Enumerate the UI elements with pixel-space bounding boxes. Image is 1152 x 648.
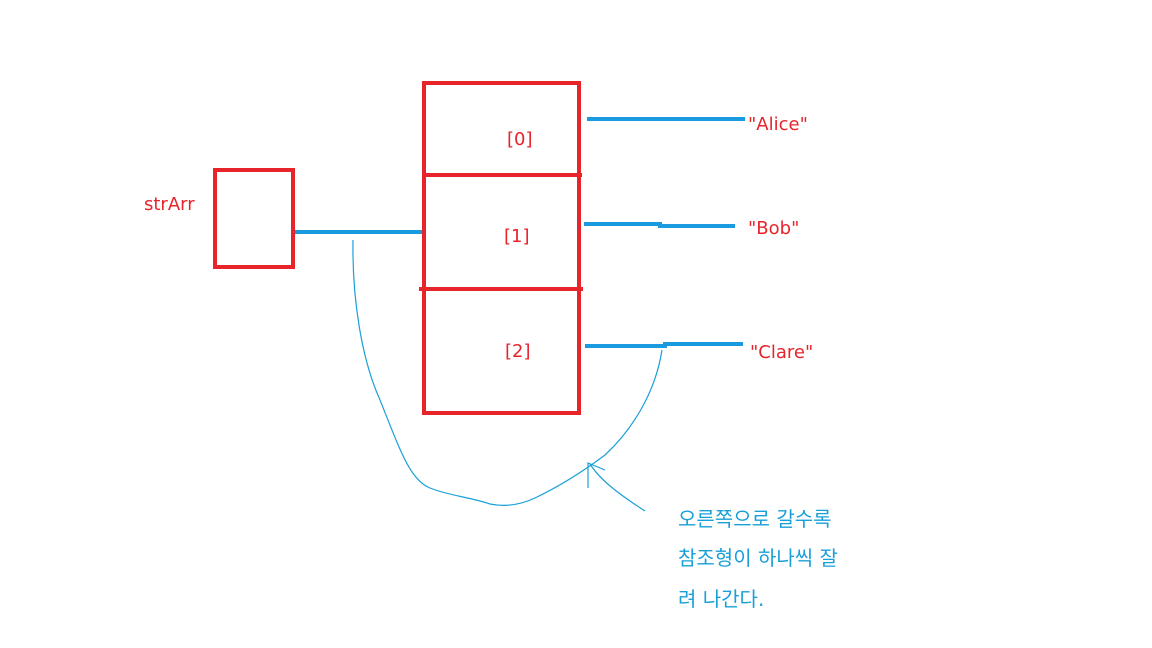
array-box [422,81,581,415]
array-index-1: [1] [504,226,530,247]
annotation-line-3: 려 나간다. [678,587,764,611]
annotation-line-1: 오른쪽으로 갈수록 [678,507,832,531]
element-0-value: "Alice" [748,114,808,135]
array-index-0: [0] [507,129,533,150]
element-1-value: "Bob" [748,218,799,239]
variable-name-label: strArr [144,194,195,215]
hand-drawn-arrow-icon [587,462,646,512]
hand-drawn-curve [352,239,663,506]
element-2-reference-line [585,342,743,348]
array-index-2: [2] [505,341,531,362]
annotation-line-2: 참조형이 하나씩 잘 [678,546,838,570]
element-1-reference-line [584,222,735,228]
variable-box [213,168,295,269]
element-2-value: "Clare" [750,342,813,363]
